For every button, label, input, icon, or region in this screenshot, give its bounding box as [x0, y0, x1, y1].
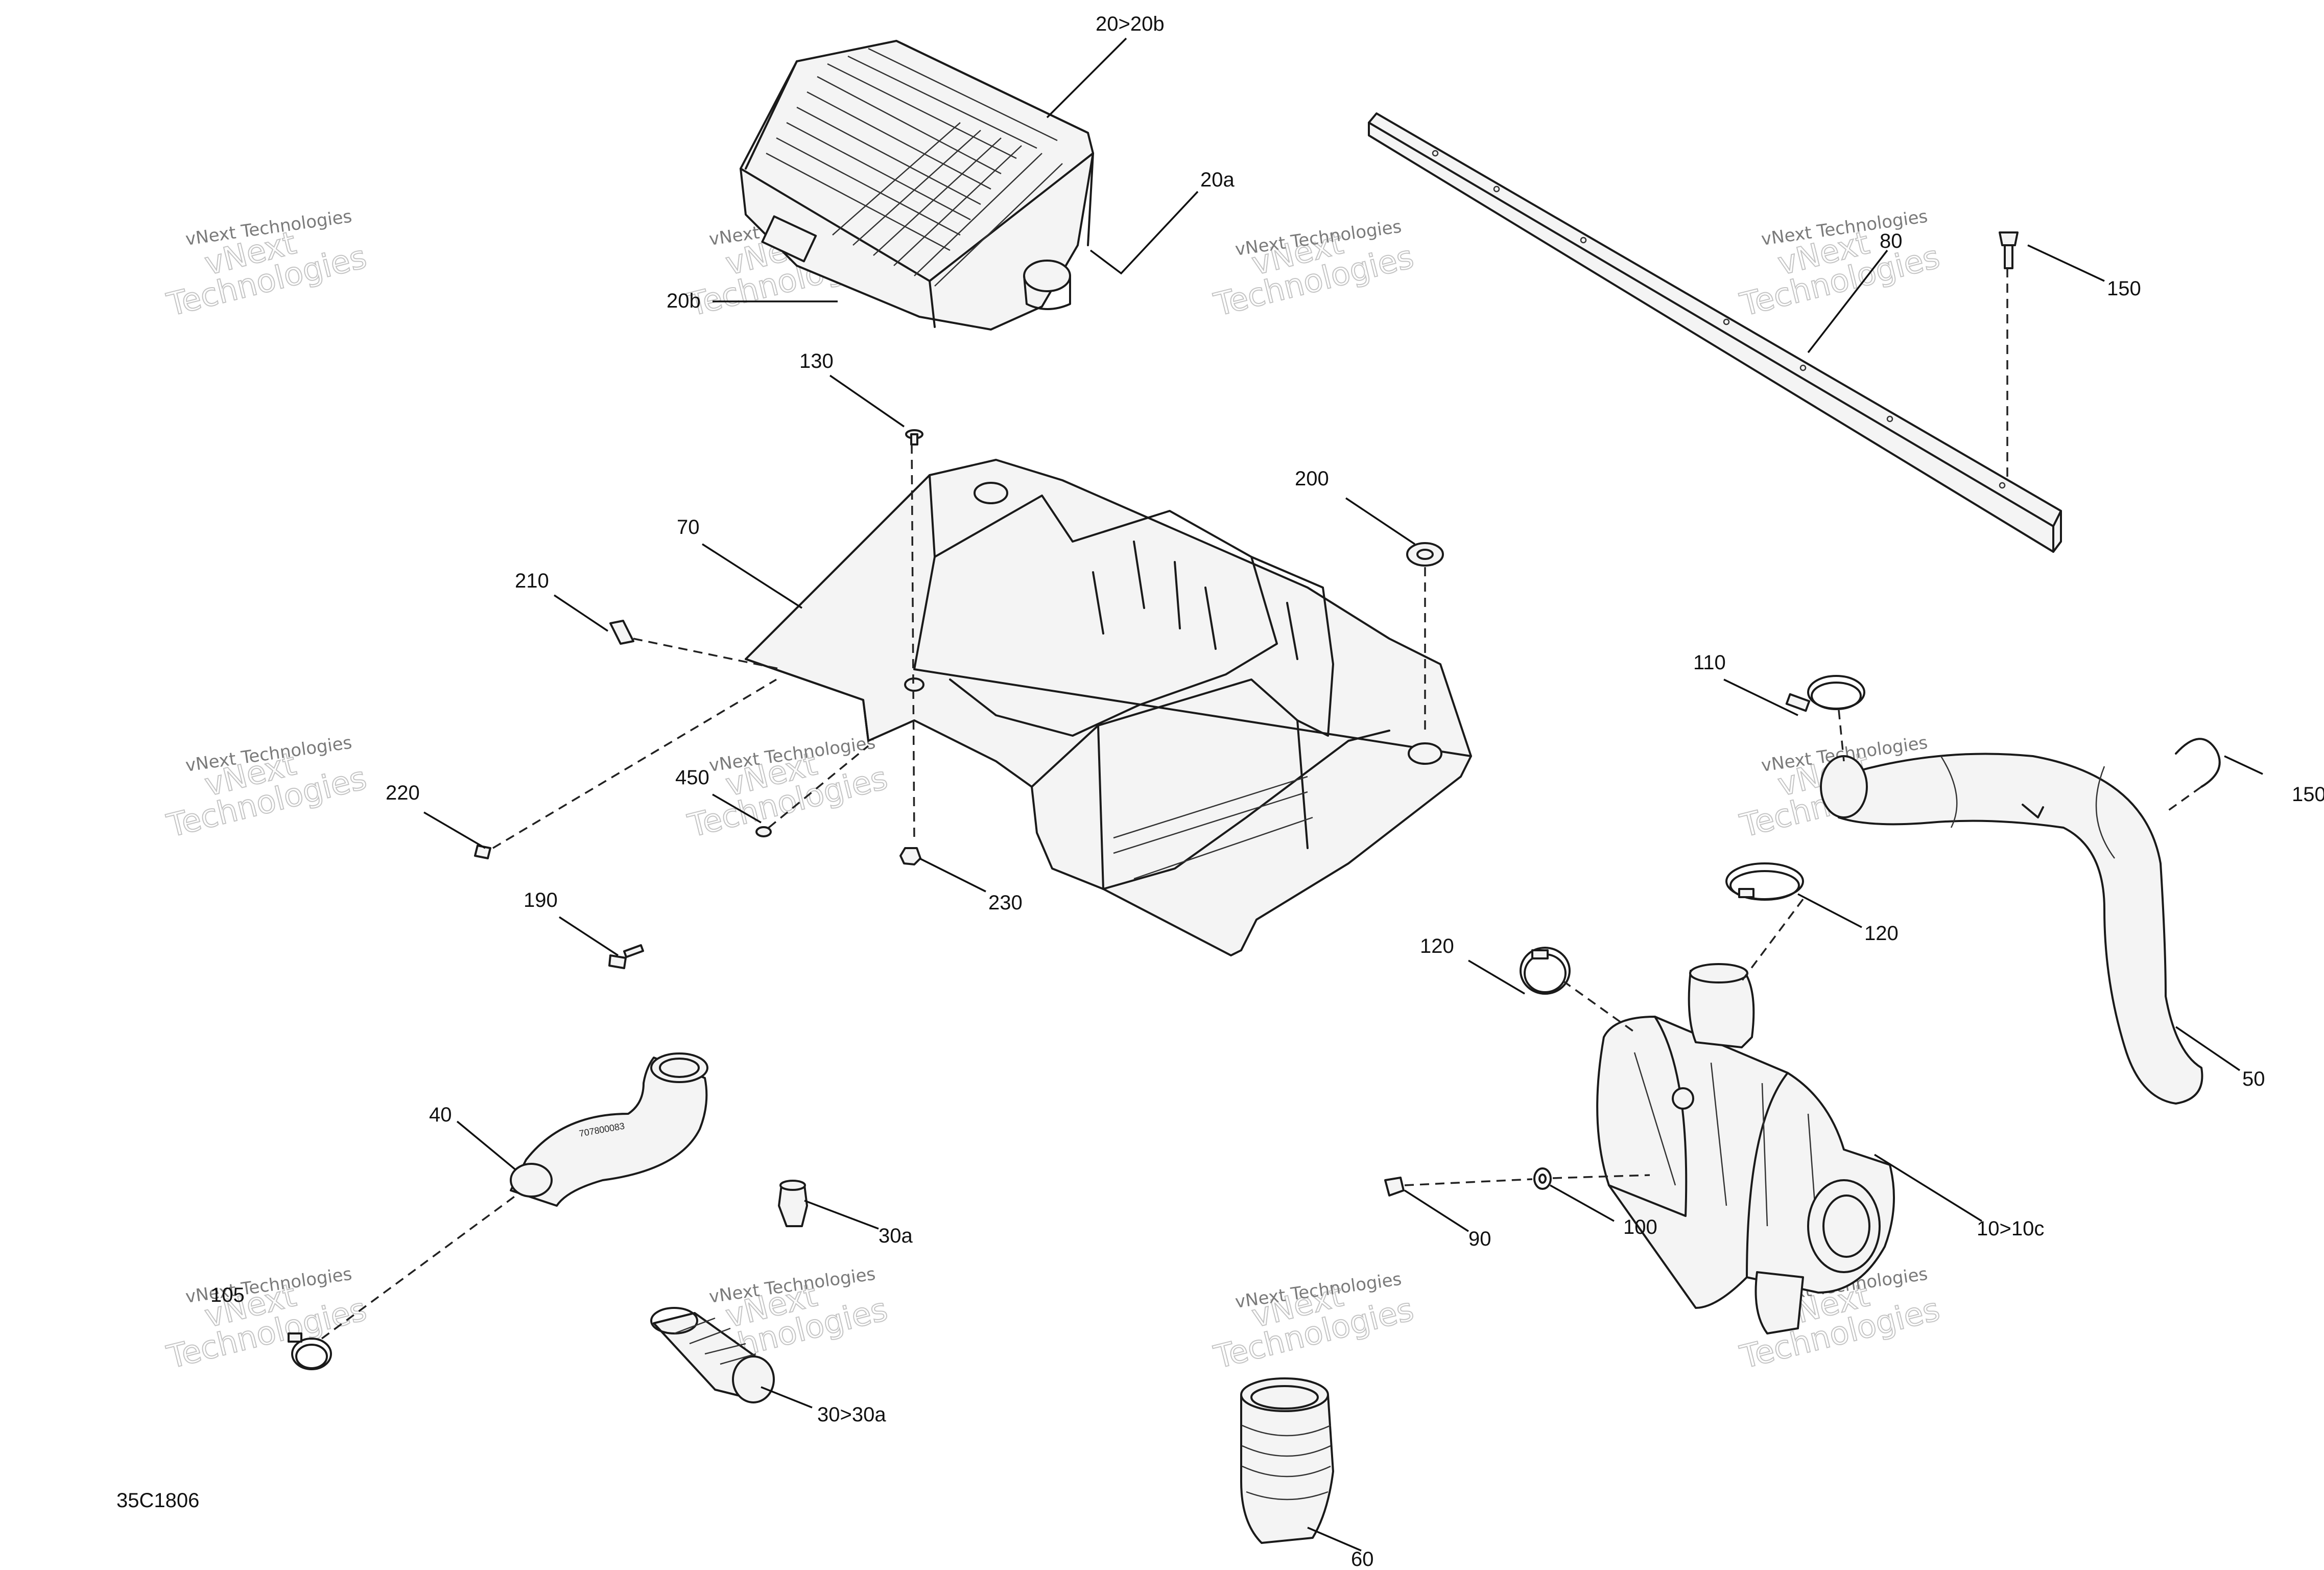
part-70-tray [745, 459, 1472, 956]
part-60-intake [1240, 1377, 1334, 1544]
part-230-nut [899, 847, 921, 865]
callout-220: 220 [386, 782, 420, 804]
assembly-lines [321, 268, 2202, 1340]
callout-120: 120 [1864, 922, 1899, 945]
part-450-insert [755, 826, 772, 837]
callout-40: 40 [429, 1104, 452, 1126]
callout-230: 230 [988, 892, 1023, 914]
part-40-hose: 707800083 [510, 1052, 708, 1207]
bar-holes [1432, 150, 2006, 489]
callout-450: 450 [675, 766, 709, 789]
callout-105: 105 [210, 1284, 245, 1306]
radiator-fins [766, 48, 1063, 287]
callout-200: 200 [1295, 467, 1329, 490]
part-220-screw [474, 845, 491, 859]
callout-labels: 20>20b 20a 20b 80 150 130 200 70 210 110… [116, 13, 2324, 1570]
callout-150: 150 [2292, 783, 2324, 806]
callout-70: 70 [677, 516, 700, 538]
callout-30-30a: 30>30a [817, 1403, 886, 1426]
part-20-intercooler [740, 40, 1094, 331]
part-30-bellows [650, 1307, 775, 1403]
callout-80: 80 [1880, 230, 1903, 252]
part-190-bolt [608, 944, 644, 969]
part-30a-fitting [778, 1180, 808, 1227]
part-130-pin [905, 429, 923, 446]
part-90-bolt [1384, 1177, 1405, 1197]
part-200-grommet [1406, 542, 1444, 567]
callout-30a: 30a [879, 1225, 913, 1247]
part-150-bolt [1999, 231, 2019, 269]
part-120-clamp-upper [1725, 862, 1804, 901]
part-120-clamp-lower [1520, 947, 1571, 995]
callout-10-10c: 10>10c [1977, 1217, 2044, 1240]
callout-210: 210 [515, 570, 549, 592]
callout-90: 90 [1468, 1228, 1491, 1250]
callout-130: 130 [799, 350, 834, 372]
part-110-clamp [1785, 675, 1865, 712]
callout-50: 50 [2242, 1068, 2265, 1090]
drawing-id: 35C1806 [116, 1489, 199, 1512]
part-10-air-filter [1596, 963, 1895, 1334]
callout-120: 120 [1420, 935, 1454, 957]
leader-lines [423, 37, 2263, 1552]
callout-190: 190 [524, 889, 558, 911]
callout-150: 150 [2107, 277, 2141, 300]
callout-100: 100 [1623, 1216, 1657, 1238]
callout-20a: 20a [1200, 169, 1235, 191]
callout-20-20b: 20>20b [1096, 13, 1165, 35]
callout-20b: 20b [667, 290, 701, 312]
part-80-bar [1368, 112, 2062, 553]
part-105-clamp [288, 1332, 332, 1370]
part-210-clip [609, 620, 634, 645]
callout-60: 60 [1351, 1548, 1374, 1570]
part-100-washer [1533, 1167, 1552, 1190]
callout-110: 110 [1693, 651, 1726, 674]
part-50-hose [1820, 738, 2221, 1105]
